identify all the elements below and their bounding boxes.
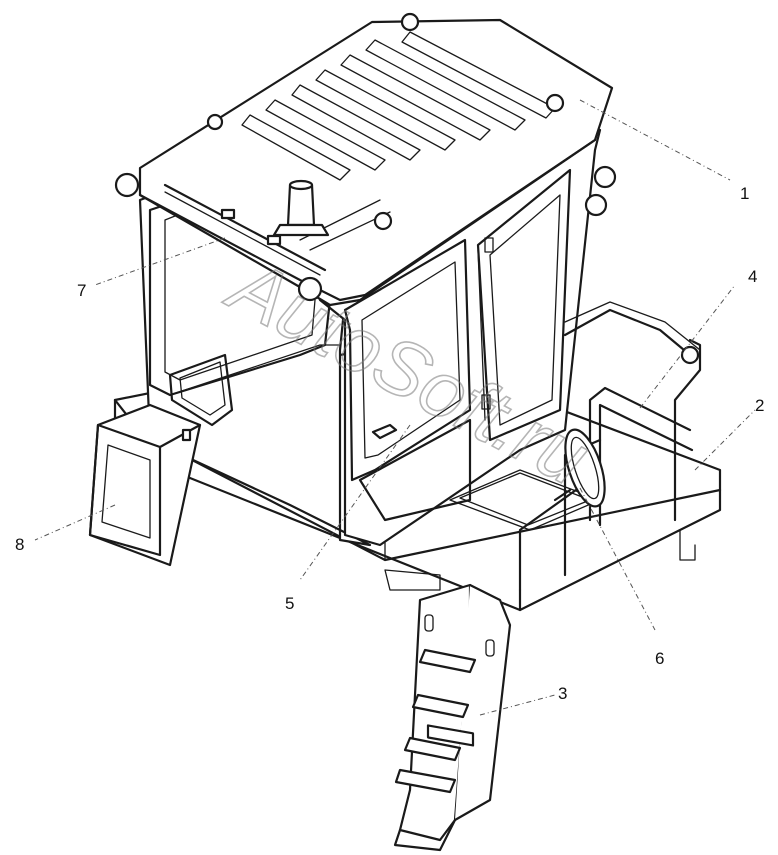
callout-2: 2 [755, 396, 764, 415]
mirror [553, 428, 606, 508]
cab-roof [114, 12, 617, 307]
callout-6: 6 [655, 649, 664, 668]
callout-8: 8 [15, 535, 24, 554]
callout-4: 4 [748, 267, 757, 286]
callout-7: 7 [77, 281, 86, 300]
callout-1: 1 [740, 184, 749, 203]
callout-leaders [34, 99, 756, 716]
side-cabinet [88, 403, 202, 567]
stairs [384, 569, 512, 852]
cab-body [138, 128, 602, 547]
callout-5: 5 [285, 594, 294, 613]
callout-3: 3 [558, 684, 567, 703]
